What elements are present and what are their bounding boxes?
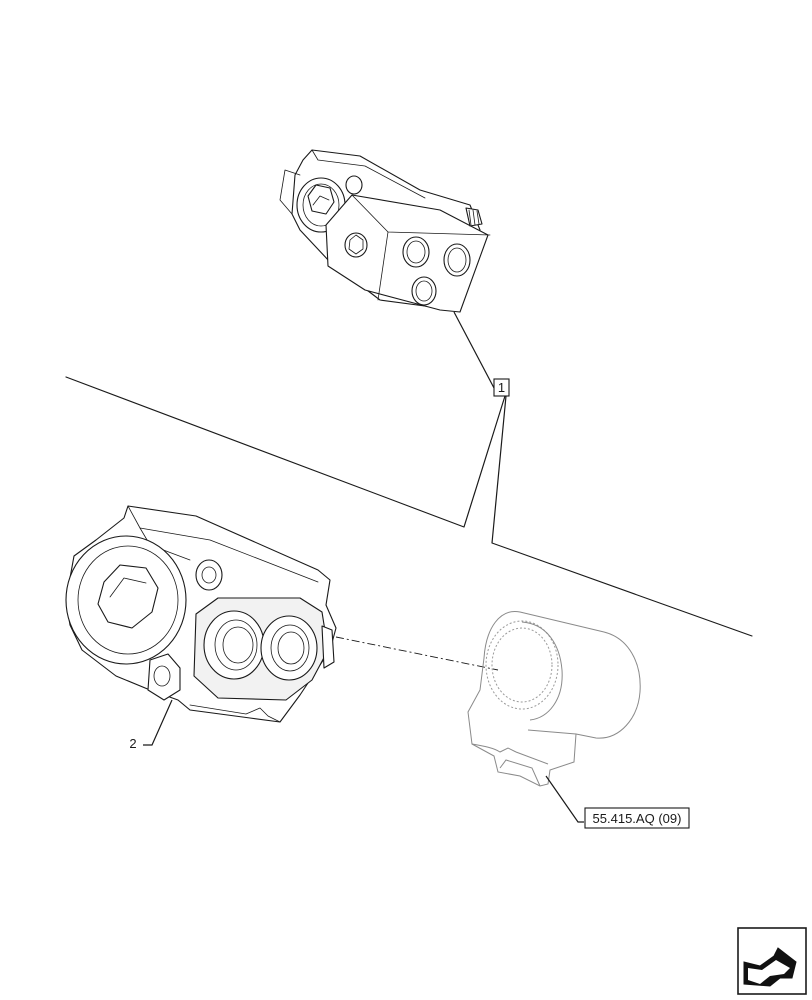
leader-line-2 (143, 699, 173, 746)
centerline (335, 636, 499, 671)
separator-line-right (491, 542, 753, 637)
leader-branch-right (491, 395, 507, 544)
leader-line-reference (545, 775, 584, 823)
solenoid-coil-reference (467, 611, 641, 787)
callout-label-1: 1 (498, 380, 505, 395)
leader-line-1 (453, 311, 495, 389)
arrow-icon[interactable] (737, 927, 807, 995)
callout-box-1 (493, 378, 510, 397)
separator-line-left (65, 376, 465, 528)
callout-label-reference[interactable]: 55.415.AQ (09) (593, 811, 682, 826)
callout-box-reference (584, 807, 690, 829)
leader-branch-left (463, 395, 506, 528)
valve-body-bottom (65, 505, 337, 723)
valve-assembly-top (279, 149, 491, 313)
callout-label-2: 2 (129, 736, 136, 751)
